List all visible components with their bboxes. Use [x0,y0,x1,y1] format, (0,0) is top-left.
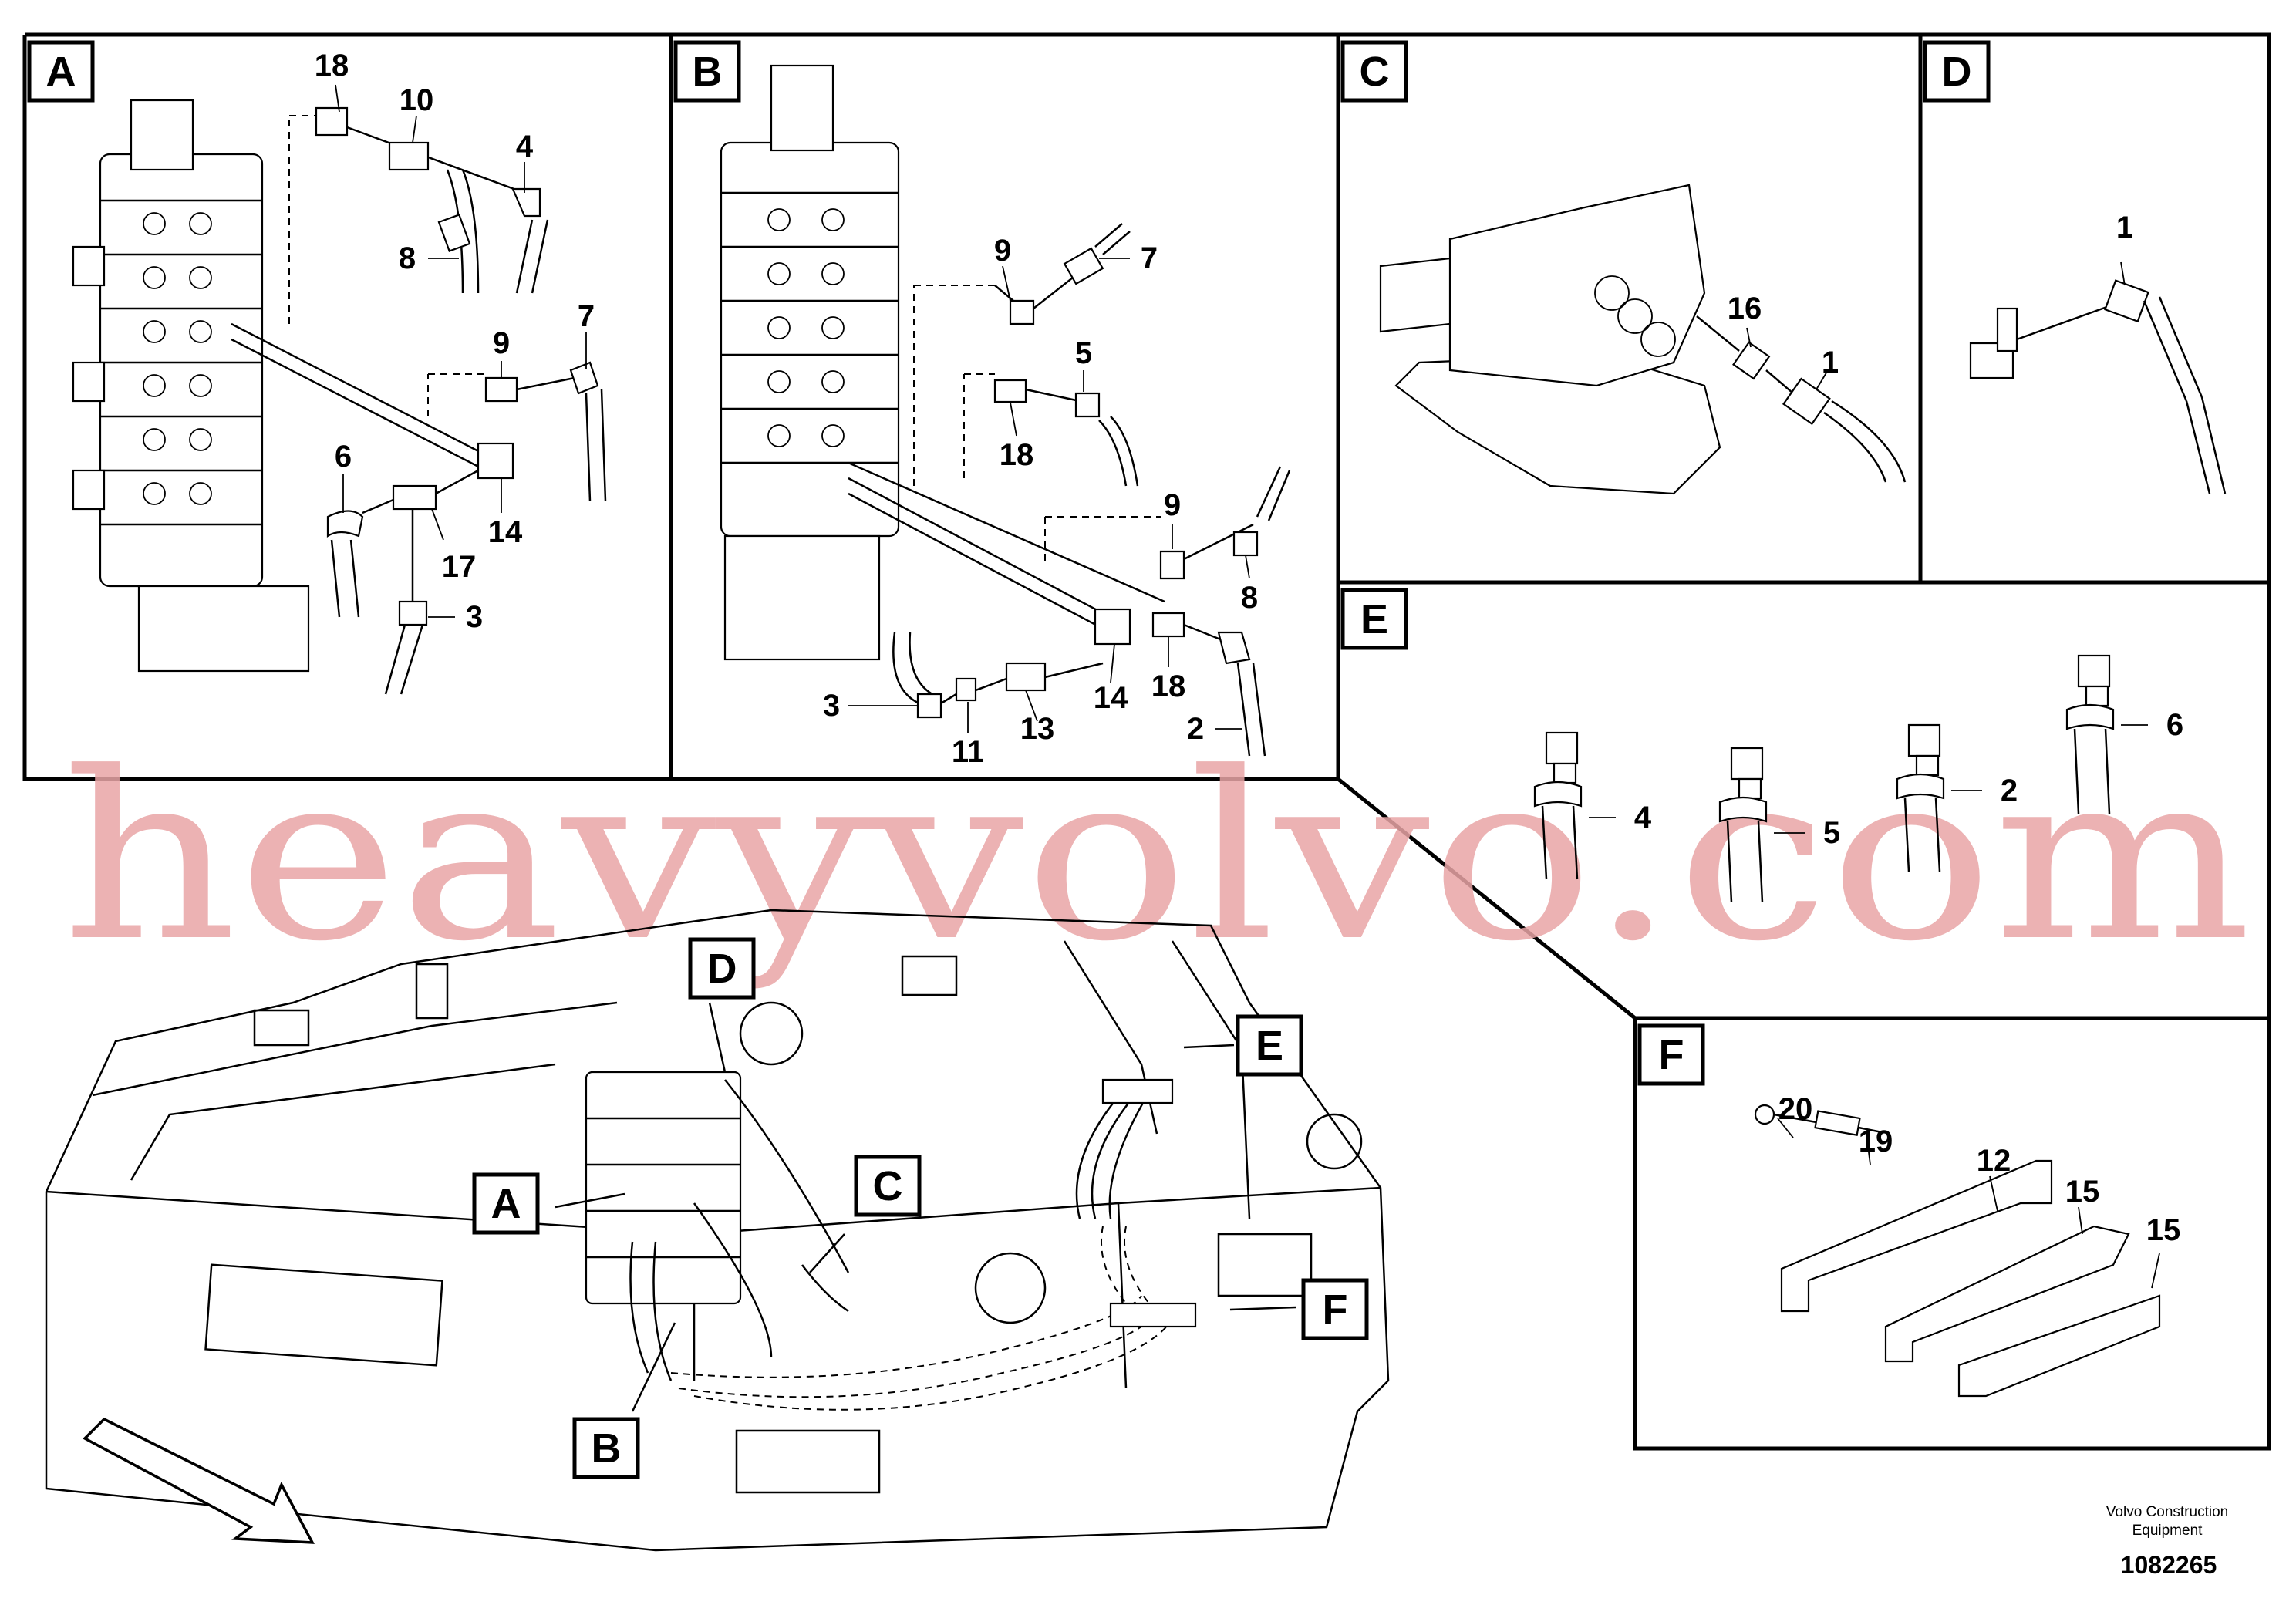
view-a-label: A [46,49,76,95]
view-e-label: E [1360,596,1388,642]
callout-b-5: 5 [1075,336,1092,370]
view-e-label-box [1340,588,1408,650]
callout-e-6: 6 [2166,708,2183,742]
overview-pointer-e-box [1236,1014,1303,1077]
callout-a-17: 17 [442,550,477,584]
overview-pointer-c: C [873,1163,903,1209]
view-b-label-box [673,40,741,103]
overview-pointer-b: B [592,1425,622,1472]
callout-d-1: 1 [2116,211,2133,244]
overview-pointer-d: D [707,946,737,992]
callout-f-19: 19 [1859,1125,1893,1158]
callout-a-3: 3 [466,600,483,634]
callout-e-5: 5 [1823,816,1840,850]
overview-pointer-a-box [472,1172,540,1235]
callout-a-7: 7 [578,299,595,333]
overview-pointer-d-box [688,937,756,1000]
footer-company-line2: Equipment [2132,1523,2203,1539]
callout-a-14: 14 [488,515,523,549]
callout-a-6: 6 [335,440,352,474]
view-d-label-box [1923,40,1991,103]
callout-b-14: 14 [1094,681,1128,715]
view-c: 16 1 C [1340,40,1907,495]
direction-arrow-icon [83,1417,315,1544]
overview-upper-frame: D E A C F B [45,909,1390,1552]
view-b: 9 7 5 18 9 8 3 11 13 14 18 2 B [673,40,1291,769]
overview-pointer-b-box [572,1417,640,1479]
view-a: 18 10 4 8 9 7 6 14 17 3 A [27,40,607,695]
view-f-label: F [1659,1032,1684,1078]
callout-f-15-lower: 15 [2146,1213,2181,1247]
callout-a-18: 18 [315,49,349,83]
callout-f-20: 20 [1778,1092,1813,1126]
overview-pointer-c-box [854,1155,922,1217]
footer: Volvo Construction Equipment 1082265 [2106,1504,2228,1579]
callout-c-16: 16 [1728,292,1762,325]
view-f: 20 19 12 15 15 F [1637,1023,2181,1398]
watermark: heavyvolvo.com [62,723,2252,992]
callout-a-4: 4 [516,130,534,164]
callout-b-13: 13 [1020,712,1055,746]
callout-b-9-right: 9 [1164,488,1181,522]
overview-pointer-f-box [1301,1278,1369,1340]
callout-b-9-top: 9 [994,234,1011,268]
callout-b-18-low: 18 [1151,669,1186,703]
view-b-label: B [693,49,723,95]
view-e: 4 5 2 6 E [1340,588,2183,903]
callout-b-3: 3 [823,689,840,723]
overview-pointer-e: E [1256,1023,1283,1069]
callout-b-2: 2 [1187,712,1204,746]
view-d: 1 D [1923,40,2227,494]
callout-f-12: 12 [1977,1144,2011,1178]
callout-a-10: 10 [400,83,434,117]
callout-b-11: 11 [952,735,984,769]
callout-e-2: 2 [2001,774,2018,808]
callout-b-7: 7 [1141,241,1158,275]
callout-e-4: 4 [1634,801,1652,835]
callout-b-18-mid: 18 [1000,438,1034,472]
footer-company-line1: Volvo Construction [2106,1504,2228,1520]
view-c-label: C [1360,49,1390,95]
callout-a-9: 9 [493,326,510,360]
overview-pointer-a: A [491,1181,521,1227]
callout-a-8: 8 [399,241,416,275]
callout-c-1: 1 [1822,346,1839,379]
view-a-label-box [27,40,95,103]
drawing-number: 1082265 [2121,1551,2217,1579]
view-f-label-box [1637,1023,1705,1086]
overview-pointer-f: F [1323,1286,1348,1333]
view-c-label-box [1340,40,1408,103]
callout-b-8: 8 [1241,581,1258,615]
view-d-label: D [1942,49,1972,95]
view-frames [22,32,2271,1451]
callout-f-15-upper: 15 [2065,1175,2100,1209]
